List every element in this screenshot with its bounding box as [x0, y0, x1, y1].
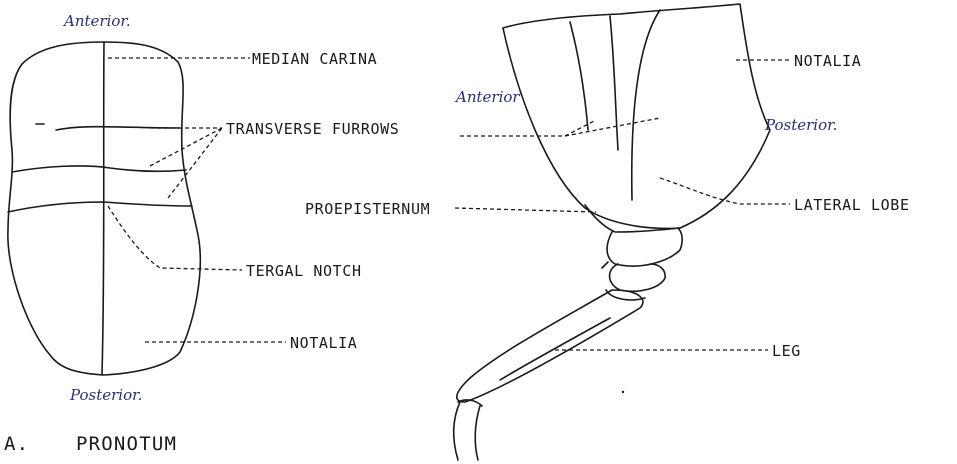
left-anterior-label: Anterior.: [62, 12, 131, 30]
left-notalia-label: NOTALIA: [290, 334, 357, 352]
transverse-furrow-2: [12, 166, 186, 172]
right-notalia-label: NOTALIA: [794, 52, 861, 70]
leg-joint: [602, 262, 645, 300]
coxa-outline: [607, 228, 682, 266]
proepisternum-label: PROEPISTERNUM: [305, 200, 430, 218]
caption-title: PRONOTUM: [76, 433, 177, 455]
caption-letter: A.: [4, 433, 29, 455]
lateral-lobe-outline: [503, 4, 770, 228]
transverse-furrow-3: [8, 202, 192, 212]
transverse-furrow-1: [56, 127, 180, 130]
tergal-notch-label: TERGAL NOTCH: [246, 262, 362, 280]
transverse-furrows-label: TRANSVERSE FURROWS: [226, 120, 399, 138]
pronotum-dorsal-drawing: [8, 42, 200, 375]
ridge-2: [610, 16, 618, 150]
tibia-outline: [454, 402, 480, 460]
speck: [622, 391, 624, 393]
tibia-top: [458, 400, 482, 406]
trochanter-outline: [610, 264, 666, 291]
femur-groove: [500, 318, 610, 380]
median-carina-line: [102, 42, 104, 375]
leg-label: LEG: [772, 342, 801, 360]
ridge-1: [570, 22, 588, 130]
median-carina-label: MEDIAN CARINA: [252, 50, 377, 68]
lateral-lobe-label: LATERAL LOBE: [794, 196, 910, 214]
left-posterior-label: Posterior.: [69, 386, 142, 404]
right-posterior-label: Posterior.: [764, 116, 837, 134]
ridge-3: [632, 10, 660, 200]
femur-outline: [457, 290, 643, 402]
lateral-view-drawing: [454, 4, 770, 460]
right-anterior-label: Anterior: [454, 88, 520, 106]
